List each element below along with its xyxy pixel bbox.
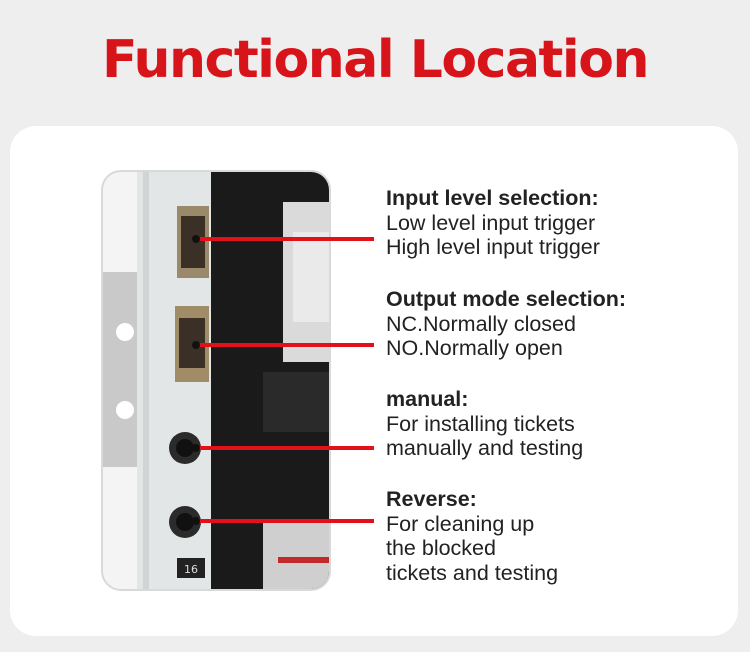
device-illustration: 16 (103, 172, 329, 589)
input-level-section: Input level selection: Low level input t… (386, 186, 600, 260)
device-photo: 16 (101, 170, 331, 591)
bracket-hole (116, 401, 134, 419)
pointer-output-mode (196, 343, 374, 347)
section-line: For installing tickets (386, 411, 575, 436)
section-line: For cleaning up (386, 511, 535, 536)
pointer-dot (192, 341, 200, 349)
mounting-bracket (103, 272, 143, 467)
pointer-reverse (196, 519, 374, 523)
page-title: Functional Location (102, 30, 649, 90)
board-chip (177, 558, 205, 578)
section-heading: Output mode selection: (386, 287, 627, 311)
section-line: NO.Normally open (386, 336, 563, 360)
section-heading: Reverse: (386, 487, 477, 511)
pointer-manual (196, 446, 374, 450)
output-mode-section: Output mode selection: NC.Normally close… (386, 287, 626, 361)
pointer-dot (192, 517, 200, 525)
board-label: 16 (184, 563, 198, 576)
section-heading: Input level selection: (386, 186, 599, 210)
section-line: High level input trigger (386, 235, 600, 259)
bracket-hole (116, 323, 134, 341)
section-heading: manual: (386, 387, 469, 411)
reverse-section: Reverse: For cleaning up the blocked tic… (386, 487, 558, 585)
section-line: the blocked (386, 536, 496, 560)
section-line: manually and testing (386, 436, 584, 460)
section-line: tickets and testing (386, 560, 559, 585)
manual-section: manual: For installing tickets manually … (386, 387, 583, 461)
pointer-dot (192, 235, 200, 243)
section-line: NC.Normally closed (386, 311, 576, 336)
section-line: Low level input trigger (386, 210, 596, 235)
pointer-dot (192, 444, 200, 452)
pointer-input-level (196, 237, 374, 241)
